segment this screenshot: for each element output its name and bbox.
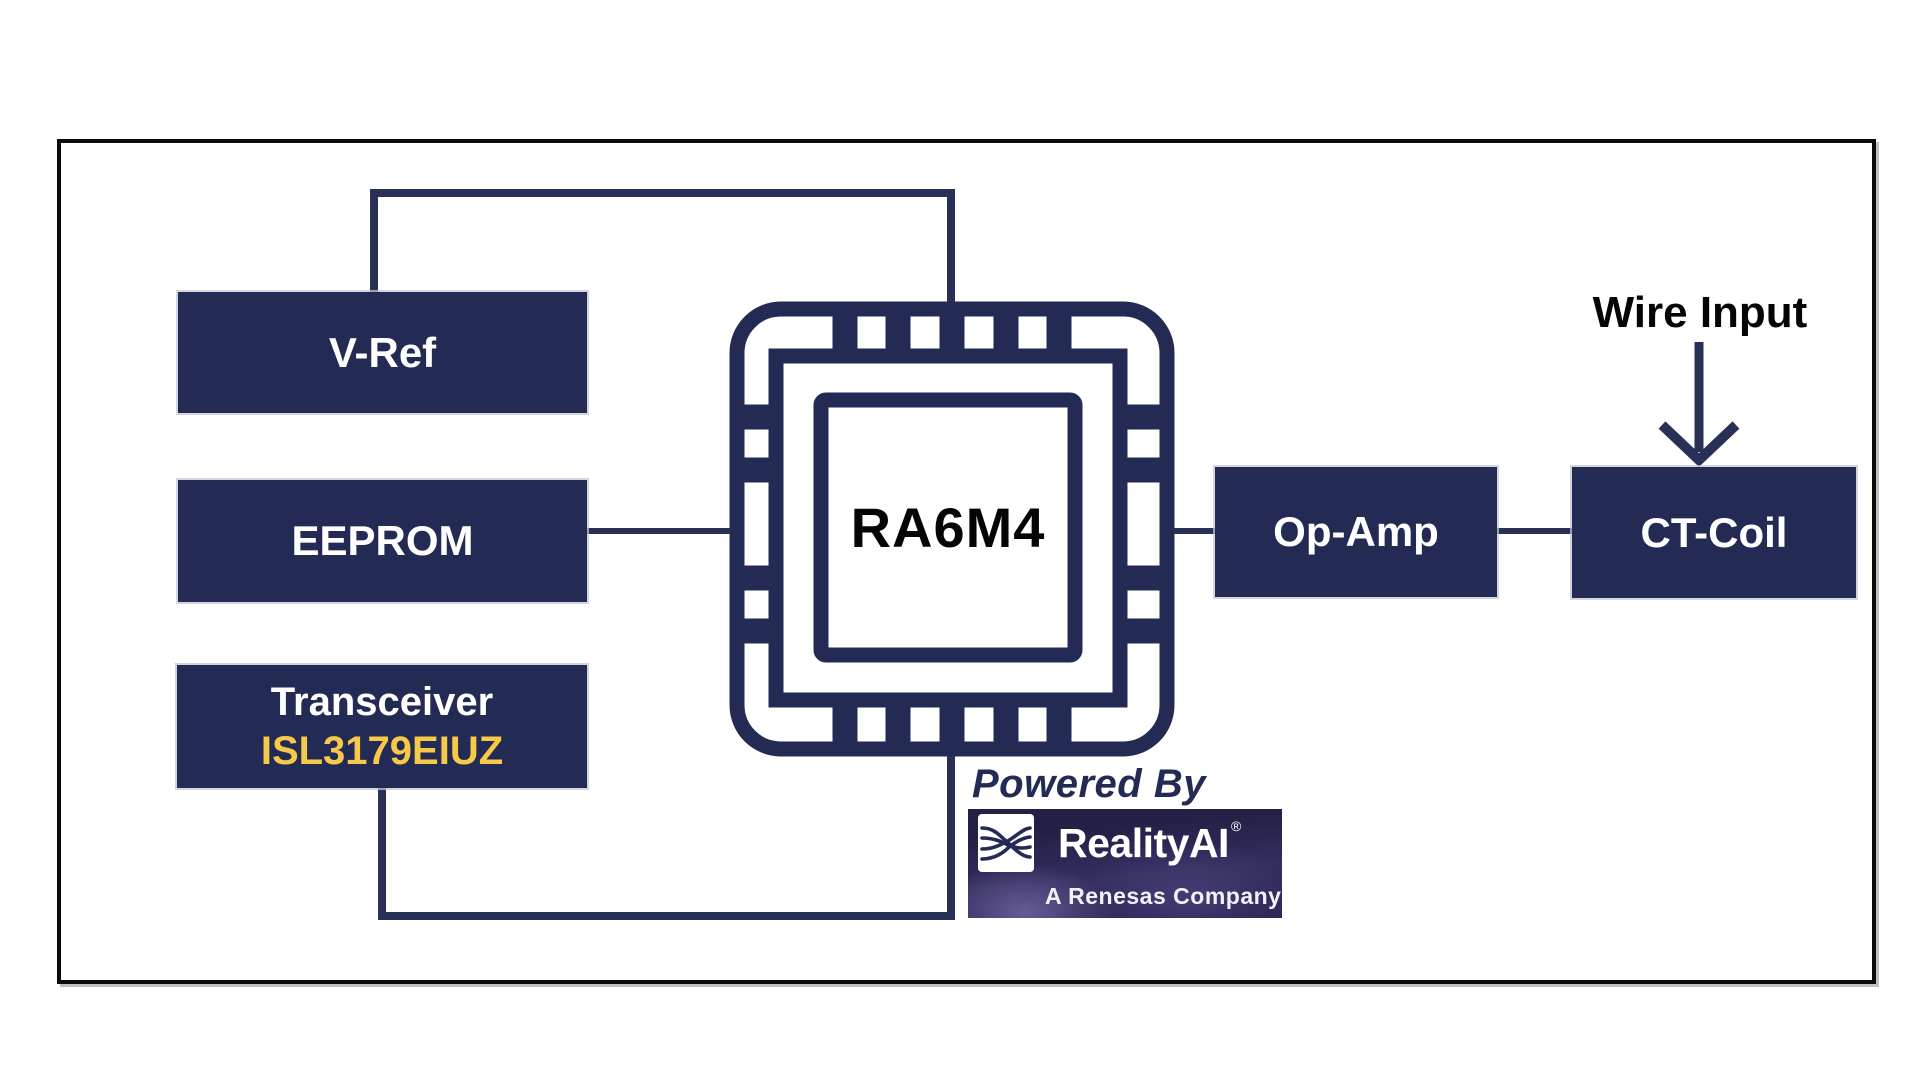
transceiver-part-number: ISL3179EIUZ [260,728,504,773]
vref-label: V-Ref [328,328,437,376]
realityai-logo: RealityAI® A Renesas Company [968,809,1282,918]
realityai-weave-icon [978,814,1034,872]
block-eeprom: EEPROM [178,480,587,602]
trace-vref-to-mcu [370,189,955,306]
block-transceiver: Transceiver ISL3179EIUZ [177,665,587,788]
chip-pins [738,310,1166,748]
realityai-brand: RealityAI® [1058,818,1241,867]
mcu-label: RA6M4 [850,496,1046,559]
eeprom-label: EEPROM [291,517,474,564]
wire-input-label: Wire Input [1592,288,1808,337]
mcu-chip-icon [729,301,1175,757]
registered-trademark: ® [1230,818,1241,834]
realityai-tagline: A Renesas Company [1045,883,1282,909]
ctcoil-label: CT-Coil [1640,508,1788,556]
block-vref: V-Ref [178,292,587,413]
opamp-label: Op-Amp [1273,508,1439,555]
powered-by-label: Powered By [972,762,1206,806]
transceiver-label: Transceiver [270,679,494,724]
block-opamp: Op-Amp [1215,467,1497,597]
block-ctcoil: CT-Coil [1572,467,1856,598]
wire-input-down-arrow-icon [1658,342,1740,467]
diagram-border [57,139,1876,984]
trace-transceiver-to-mcu [378,752,955,920]
realityai-brand-text: RealityAI [1058,820,1229,866]
